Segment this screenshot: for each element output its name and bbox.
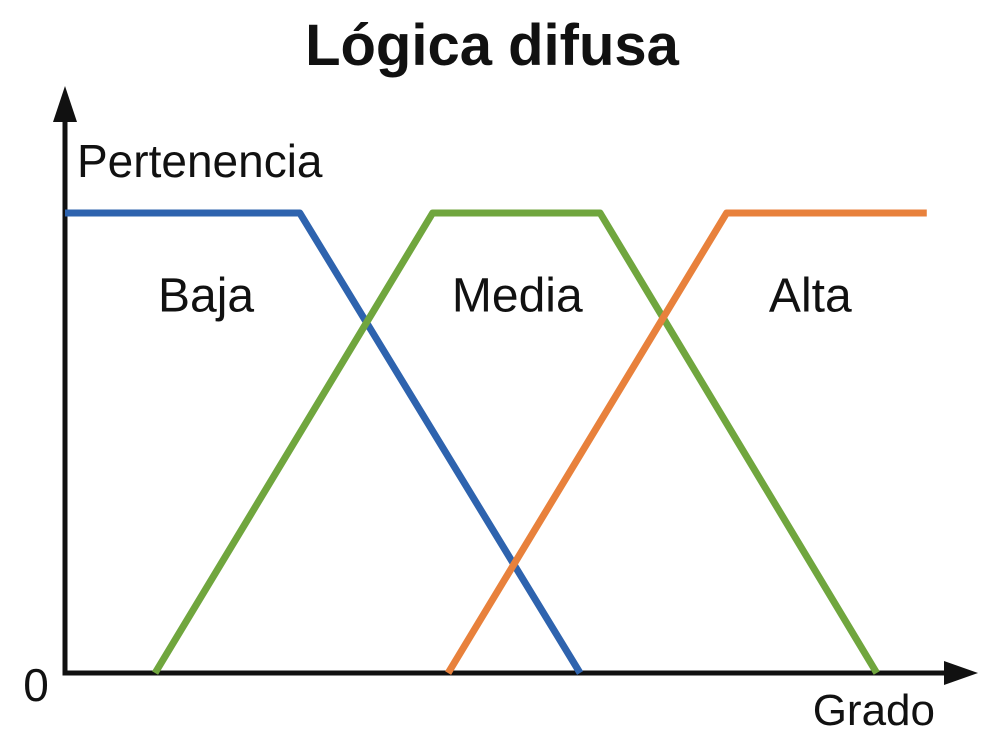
x-axis-label: Grado [812,686,935,735]
x-axis-arrowhead-icon [944,661,978,685]
series-alta-line [445,209,927,675]
y-axis-arrowhead-icon [53,86,77,122]
curve-label-alta: Alta [768,269,852,323]
y-axis-label: Pertenencia [77,135,323,187]
membership-curves [65,209,927,675]
series-media-line [152,209,880,675]
curve-label-media: Media [451,269,583,323]
chart-title: Lógica difusa [305,13,679,78]
series-baja-line [65,209,584,675]
origin-tick-label: 0 [23,659,49,711]
axes [53,86,978,685]
curve-label-baja: Baja [158,269,255,323]
